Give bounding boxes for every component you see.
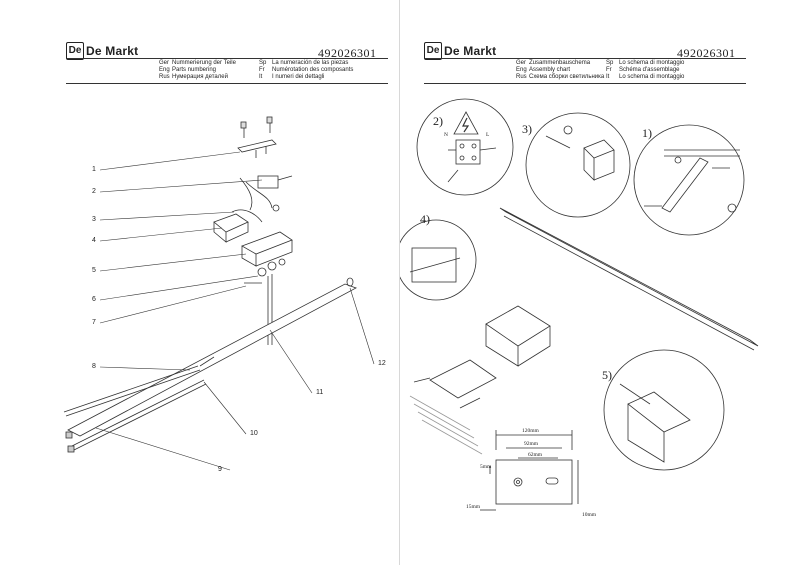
callout-label: 7 <box>92 319 96 326</box>
brand-logo-text: De Markt <box>444 44 497 58</box>
header-rule <box>66 83 388 84</box>
callout-label: 6 <box>92 296 96 303</box>
callout-label: 10 <box>250 430 258 437</box>
step-number: 1) <box>642 126 652 140</box>
callout-label: 4 <box>92 237 96 244</box>
dimension-label: 15mm <box>466 504 481 510</box>
brand-logo: De De Markt <box>424 42 496 60</box>
callout-label: 1 <box>92 166 96 173</box>
parts-diagram <box>63 116 375 471</box>
header-rule <box>424 58 746 59</box>
dimension-label: 92mm <box>524 441 539 447</box>
dimension-label: 5mm <box>480 464 492 470</box>
header-rule <box>66 58 388 59</box>
terminal-mark: N <box>444 132 448 138</box>
step-number: 4) <box>420 212 430 226</box>
callout-label: 11 <box>316 389 324 396</box>
product-code: 492026301 <box>677 46 736 60</box>
terminal-mark: L <box>486 132 490 138</box>
assembly-diagram <box>400 98 759 511</box>
callout-label: 5 <box>92 267 96 274</box>
brand-logo: De De Markt <box>66 42 138 60</box>
callout-label: 8 <box>92 363 96 370</box>
step-number: 3) <box>522 122 532 136</box>
brand-logo-mark: De <box>424 42 442 60</box>
callout-label: 3 <box>92 216 96 223</box>
callout-label: 12 <box>378 360 386 367</box>
dimension-label: 120mm <box>522 428 539 434</box>
header-rule <box>424 83 746 84</box>
brand-logo-mark: De <box>66 42 84 60</box>
callout-label: 9 <box>218 466 222 473</box>
dimension-label: 10mm <box>582 512 597 518</box>
step-number: 5) <box>602 368 612 382</box>
dimension-label: 62mm <box>528 452 543 458</box>
step-number: 2) <box>433 114 443 128</box>
brand-logo-text: De Markt <box>86 44 139 58</box>
page-fold <box>399 0 400 565</box>
callout-label: 2 <box>92 188 96 195</box>
product-code: 492026301 <box>318 46 377 60</box>
